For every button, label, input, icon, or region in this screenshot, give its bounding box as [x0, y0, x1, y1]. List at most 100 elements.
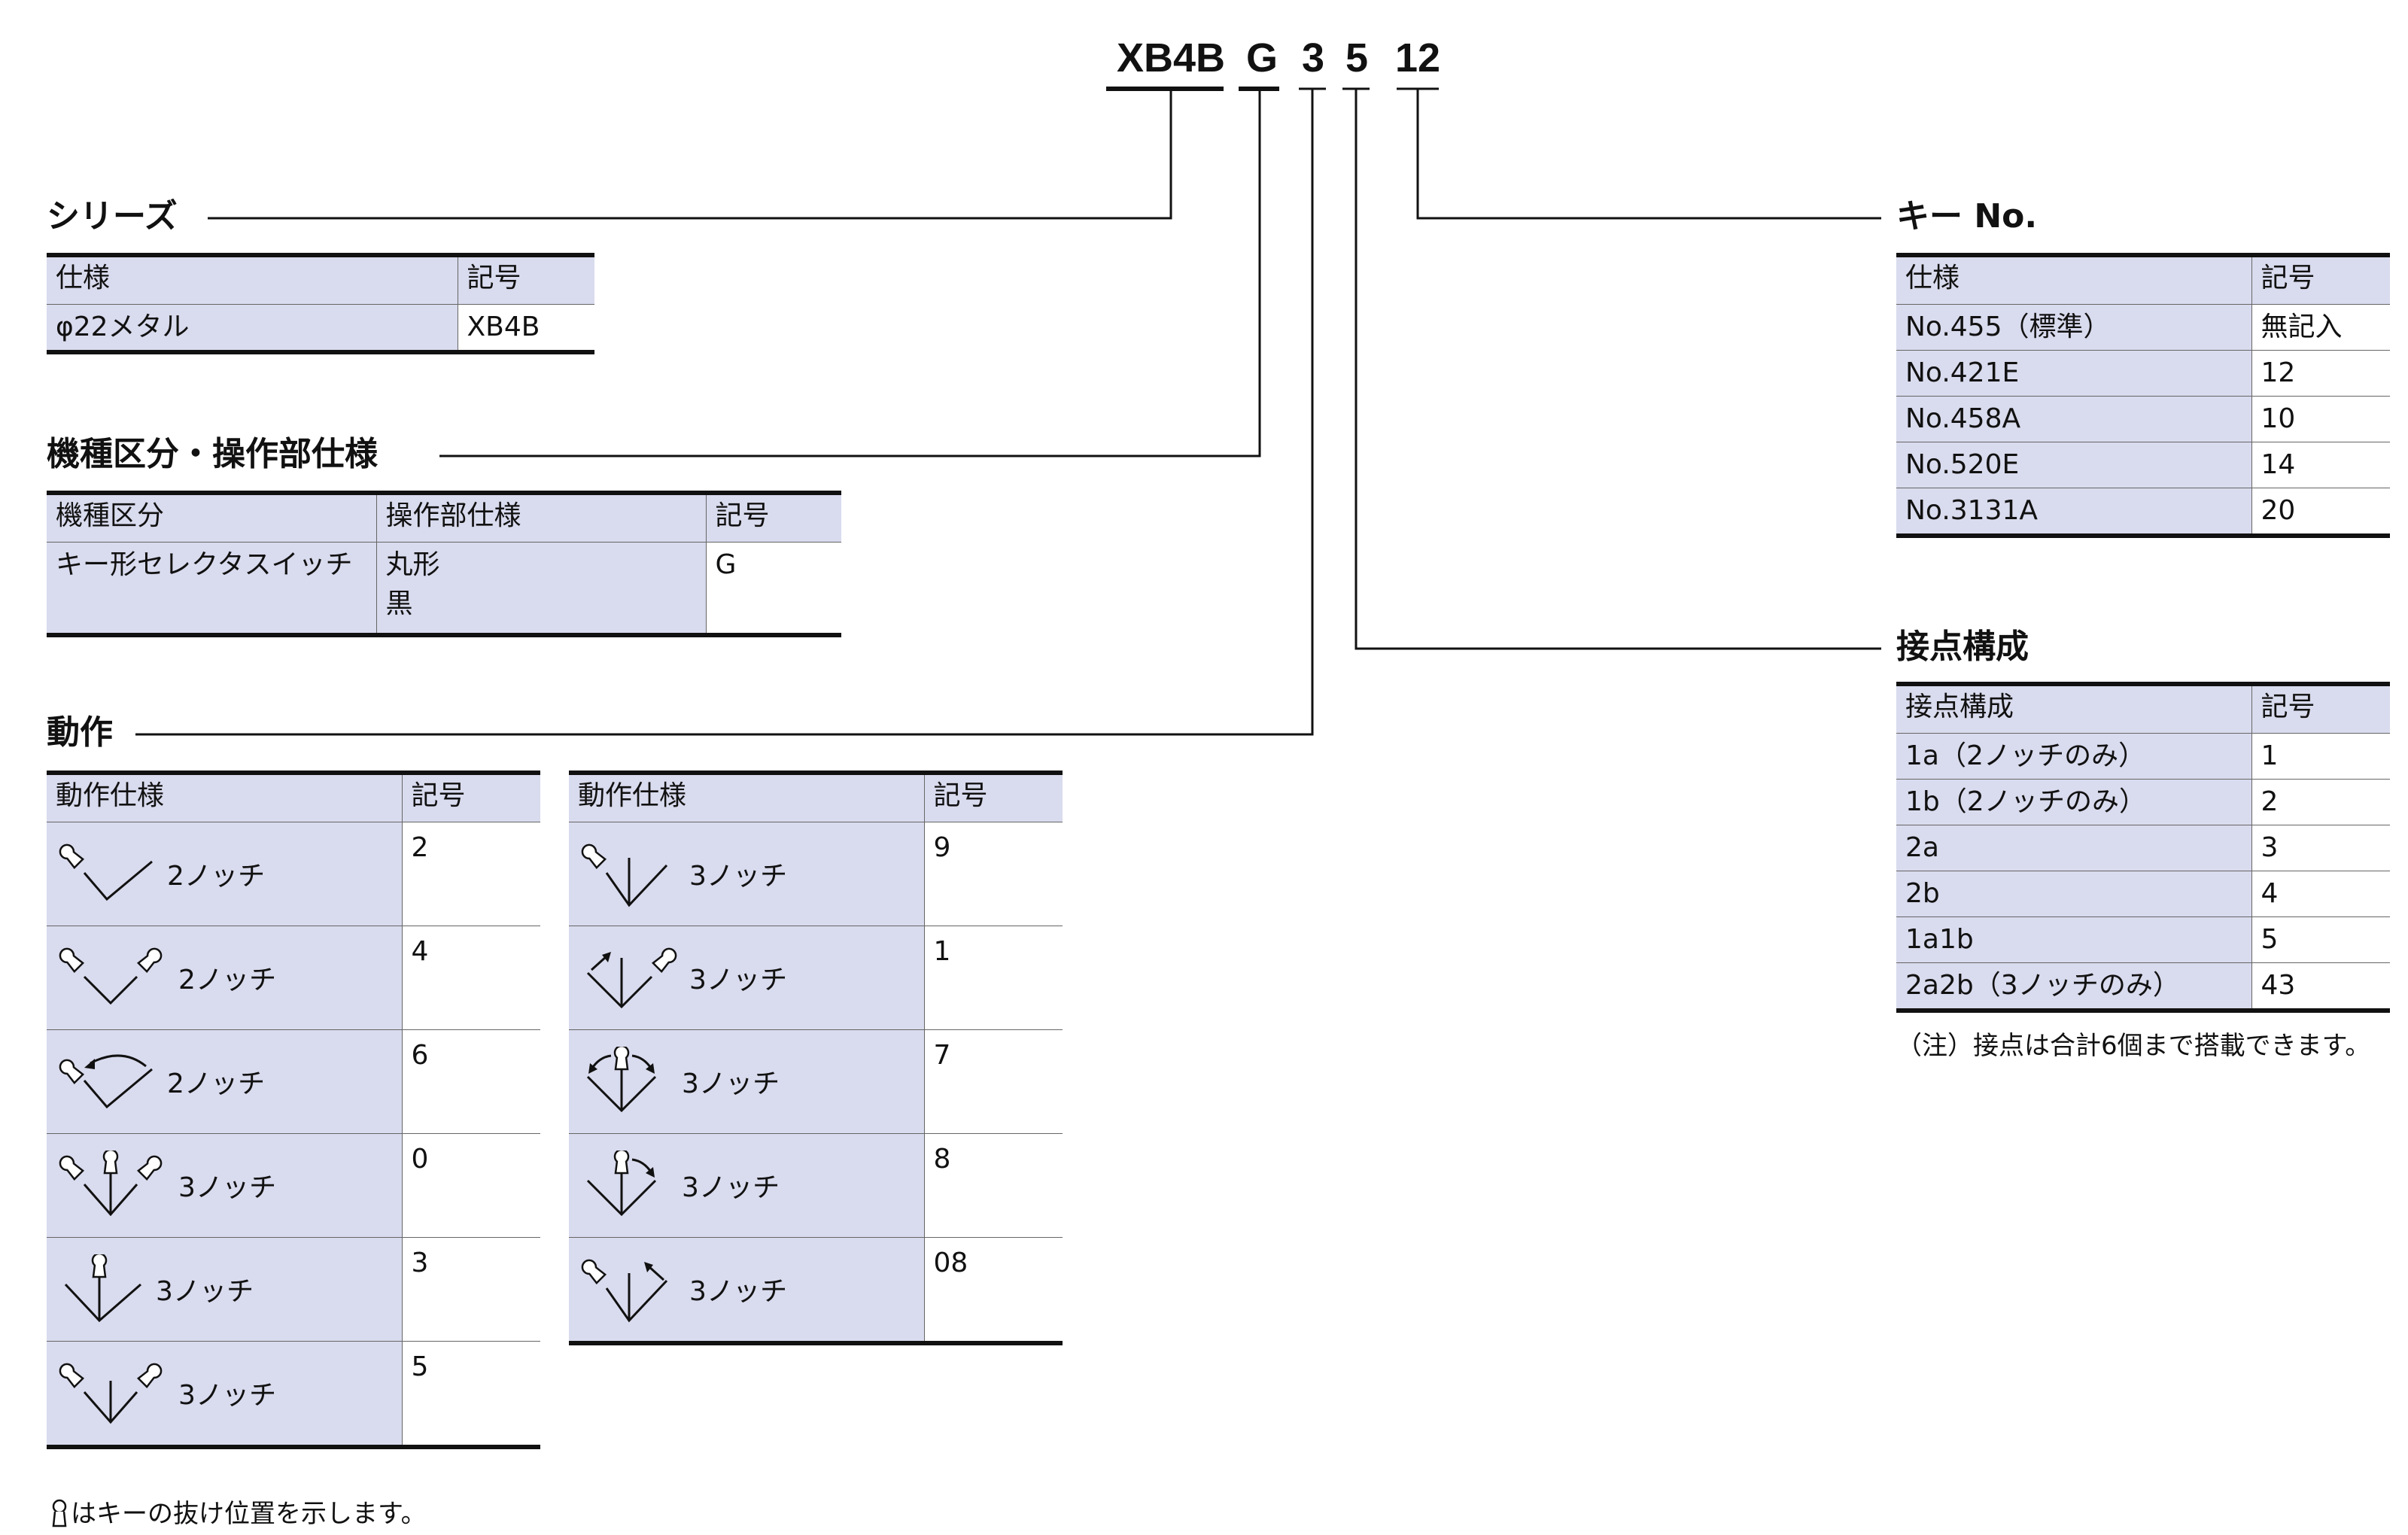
action-code: 4: [401, 926, 540, 1030]
action-code: 6: [401, 1029, 540, 1134]
two-notch-left-icon: [56, 840, 153, 901]
three-notch-center-spring-both-icon: [586, 1047, 657, 1113]
series-code-cell: XB4B: [457, 304, 594, 354]
type-header-operator: 操作部仕様: [375, 493, 706, 543]
type-header-code: 記号: [705, 493, 841, 543]
contact-header-config: 接点構成: [1896, 684, 2251, 734]
three-notch-left-only-icon: [578, 840, 668, 907]
contact-config: 2a2b（3ノッチのみ）: [1896, 962, 2251, 1013]
table-row: 3ノッチ 5: [47, 1341, 540, 1449]
action-title: 動作: [47, 713, 113, 752]
contact-code: 2: [2251, 779, 2390, 825]
table-row: 2ノッチ 2: [47, 822, 540, 926]
code-series: XB4B: [1117, 35, 1226, 81]
key-icon: [52, 1499, 67, 1527]
action-right-header-spec: 動作仕様: [569, 773, 924, 822]
key-spec: No.458A: [1896, 396, 2251, 442]
code-contact: 5: [1345, 35, 1369, 81]
series-table: 仕様 記号 φ22メタル XB4B: [47, 253, 594, 354]
type-class-cell: キー形セレクタスイッチ: [47, 542, 376, 637]
key-code: 20: [2251, 488, 2390, 538]
action-code: 08: [923, 1237, 1063, 1345]
line-key: [1416, 89, 1881, 220]
two-notch-spring-return-icon: [56, 1054, 153, 1109]
contact-code: 5: [2251, 916, 2390, 963]
action-code: 7: [923, 1029, 1063, 1134]
three-notch-all-icon: [56, 1150, 166, 1217]
notch-label: 3ノッチ: [689, 861, 788, 892]
key-code: 12: [2251, 350, 2390, 397]
table-row: 3ノッチ 0: [47, 1133, 540, 1238]
contact-code: 4: [2251, 871, 2390, 917]
type-title: 機種区分・操作部仕様: [47, 435, 378, 473]
action-code: 9: [923, 822, 1063, 926]
type-code-cell: G: [705, 542, 841, 637]
table-row: 3ノッチ 1: [569, 926, 1063, 1030]
key-spec: No.455（標準）: [1896, 304, 2251, 351]
operator-color: 黒: [385, 588, 413, 619]
code-key: 12: [1395, 35, 1441, 81]
two-notch-both-icon: [56, 944, 166, 1005]
three-notch-right-spring-left-icon: [586, 944, 680, 1009]
key-code: 無記入: [2251, 304, 2390, 351]
contact-header-code: 記号: [2251, 684, 2390, 734]
type-table: 機種区分 操作部仕様 記号 キー形セレクタスイッチ 丸形 黒 G: [47, 491, 841, 637]
line-contact: [1354, 89, 1881, 650]
notch-label: 3ノッチ: [178, 1380, 277, 1411]
three-notch-center-icon: [64, 1254, 141, 1323]
key-code: 14: [2251, 442, 2390, 488]
code-type: G: [1246, 35, 1278, 81]
contact-config: 2b: [1896, 871, 2251, 917]
table-row: 2ノッチ 4: [47, 926, 540, 1030]
notch-label: 3ノッチ: [682, 1068, 780, 1099]
key-note: はキーの抜け位置を示します。: [71, 1499, 427, 1529]
line-series: [208, 89, 1172, 220]
contact-config: 1b（2ノッチのみ）: [1896, 779, 2251, 825]
series-header-spec: 仕様: [47, 255, 458, 305]
table-row: 3ノッチ 8: [569, 1133, 1063, 1238]
action-code: 3: [401, 1237, 540, 1342]
action-left-header-spec: 動作仕様: [47, 773, 402, 822]
action-code: 2: [401, 822, 540, 926]
table-row: 3ノッチ 3: [47, 1237, 540, 1342]
action-table-right: 動作仕様 記号 3ノッチ 9 3ノッチ 1: [569, 771, 1063, 1345]
notch-label: 3ノッチ: [178, 1172, 277, 1203]
type-operator-cell: 丸形 黒: [375, 542, 706, 637]
contact-config: 2a: [1896, 825, 2251, 871]
key-code: 10: [2251, 396, 2390, 442]
action-right-header-code: 記号: [923, 773, 1063, 822]
key-header-code: 記号: [2251, 255, 2390, 305]
action-table-left: 動作仕様 記号 2ノッチ 2 2ノッチ 4: [47, 771, 540, 1449]
operator-shape: 丸形: [385, 549, 440, 580]
contact-code: 1: [2251, 733, 2390, 780]
key-spec: No.3131A: [1896, 488, 2251, 538]
notch-label: 2ノッチ: [167, 861, 266, 892]
key-header-spec: 仕様: [1896, 255, 2251, 305]
contact-title: 接点構成: [1896, 628, 2029, 666]
notch-label: 3ノッチ: [682, 1172, 780, 1203]
key-spec: No.520E: [1896, 442, 2251, 488]
notch-label: 3ノッチ: [156, 1276, 254, 1307]
contact-note: （注）接点は合計6個まで搭載できます。: [1896, 1031, 2371, 1061]
table-row: 1a（2ノッチのみ）1: [1896, 733, 2390, 780]
contact-code: 3: [2251, 825, 2390, 871]
series-title: シリーズ: [47, 197, 178, 236]
contact-code: 43: [2251, 962, 2390, 1013]
code-action: 3: [1302, 35, 1325, 81]
action-code: 5: [401, 1341, 540, 1449]
table-row: 3ノッチ 7: [569, 1029, 1063, 1134]
three-notch-left-spring-right-icon: [578, 1256, 668, 1323]
contact-config: 1a1b: [1896, 916, 2251, 963]
table-row: 1b（2ノッチのみ）2: [1896, 779, 2390, 825]
key-title: キー No.: [1896, 197, 2038, 236]
table-row: 2ノッチ 6: [47, 1029, 540, 1134]
